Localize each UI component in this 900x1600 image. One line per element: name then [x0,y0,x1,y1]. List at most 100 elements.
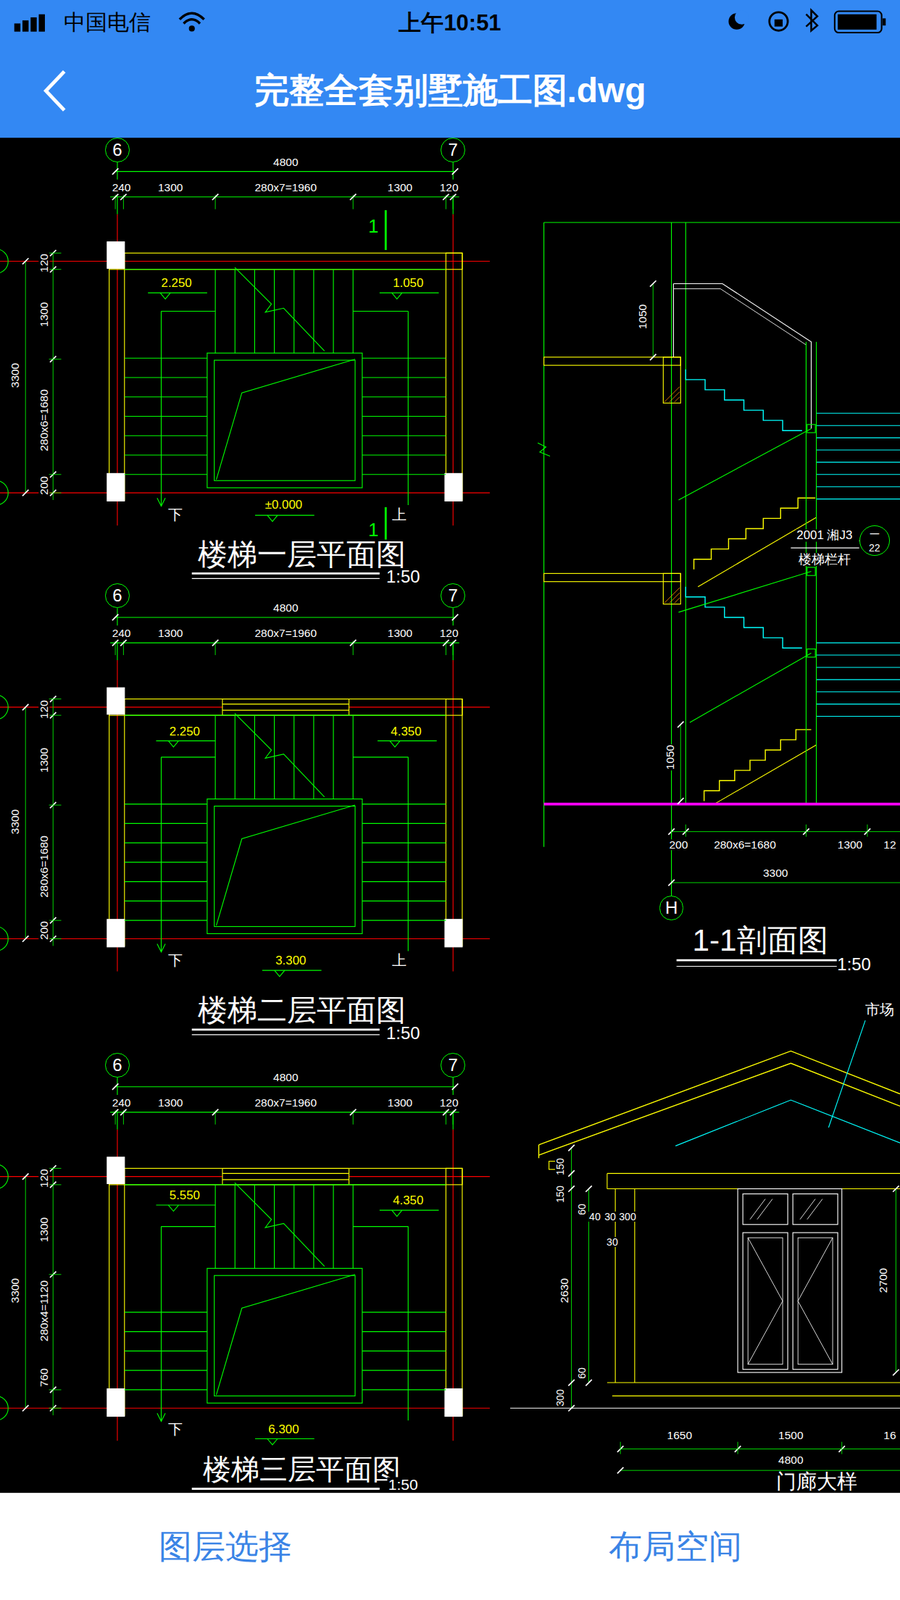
stair-tread [362,1370,446,1372]
dimension-text: 下 [167,1422,184,1437]
extension-line [49,1389,62,1390]
level-line [377,740,437,742]
bubble-text: 6 [112,141,122,159]
stair-tread [816,691,900,693]
stair-tread [124,396,208,398]
axis-leader [116,1077,118,1095]
dimension-text: 240 [111,628,132,640]
floor-slab [544,573,682,582]
axis-bubble-partial [0,694,8,720]
dimension-tick [452,168,458,174]
extension-line [49,1168,62,1169]
bubble-text: 6 [112,1056,122,1074]
door-panel [797,1237,833,1365]
dimension-text: 市场 [864,1002,895,1018]
wall [109,252,463,270]
break-line [234,713,325,797]
stair-tread [362,1331,446,1332]
dimension-tick [350,639,356,646]
section-line [685,222,687,805]
axis-bubble: 6 [105,1052,130,1078]
dimension-tick [617,1467,624,1474]
elevation-level: ±0.000 [264,499,304,512]
stair-tread [362,376,446,378]
stair-tread [124,376,208,378]
stair-tread [124,920,208,922]
route-line [160,1226,162,1422]
dimension-text: 1300 [38,300,50,327]
dimension-tick [112,639,119,646]
stair-well [214,360,356,481]
dimension-text: 60 [576,1202,587,1216]
dimension-tick [677,721,684,728]
dimension-tick [212,194,219,200]
glass-mark [800,1199,816,1220]
level-line [255,515,315,516]
section-line [543,222,545,848]
break-line [234,1182,325,1266]
stair-tread [816,666,900,668]
stair-tread [254,1184,256,1269]
dimension-text: 1300 [836,839,864,850]
title-underline [192,578,380,579]
dimension-text: 300 [618,1210,637,1222]
wall [109,699,125,947]
dimension-tick [212,639,219,646]
dimension-text: 280x7=1960 [253,628,318,640]
dimension-line [652,283,654,357]
door-panel [742,1232,788,1370]
dimension-text: 120 [439,628,460,640]
section-mark-line [384,210,387,250]
dimension-line [115,616,456,618]
dimension-text: 1500 [777,1430,804,1442]
beam [607,1173,900,1174]
dimension-text: 200 [38,920,50,941]
extension-line [737,1442,739,1455]
stair-tread [333,1184,335,1269]
stair-tread [362,920,446,922]
dimension-line [110,196,460,198]
bubble-text: 7 [448,141,458,159]
extension-line [49,358,62,360]
dimension-text: 200 [668,839,690,850]
window-opening [222,1167,350,1186]
dimension-tick [212,1109,219,1116]
stair-tread [234,1184,236,1269]
stair-tread [124,1370,208,1372]
dimension-tick [892,1185,899,1192]
stair-tread [124,415,208,417]
drawing-title: 楼梯二层平面图 [197,995,407,1026]
dimension-text: 40 [588,1210,602,1222]
stair-tread [362,396,446,398]
stair-tread [254,269,256,353]
level-line [379,292,440,294]
window-line [348,1168,350,1185]
cut-line [216,359,356,480]
section-line [815,342,817,805]
break-line [234,267,325,351]
stair-tread [816,715,900,717]
stair-tread [362,861,446,863]
stair-tread [816,642,900,644]
roof-line [539,1050,900,1145]
beam [663,357,681,403]
extension-line [49,698,62,700]
dimension-text: 4800 [272,602,299,614]
elevation-level: 4.350 [392,1194,424,1208]
dimension-text: 2630 [558,1277,570,1304]
elevation-level: 1.050 [392,277,424,290]
elevation-level: 2.250 [168,725,201,738]
dimension-text: 120 [38,252,50,274]
extension-line [49,1273,62,1275]
dimension-tick [450,1109,456,1116]
column [107,1157,125,1185]
dimension-text: 240 [111,1097,132,1108]
extension-line [620,1442,622,1455]
window-line [221,1168,223,1185]
dimension-text: 760 [38,1367,50,1388]
toolbar: 图层选择布局空间 [0,1492,900,1600]
axis-bubble: 7 [440,137,466,163]
beam [663,573,681,604]
glass-mark [757,1199,773,1220]
stair-tread [816,461,900,463]
